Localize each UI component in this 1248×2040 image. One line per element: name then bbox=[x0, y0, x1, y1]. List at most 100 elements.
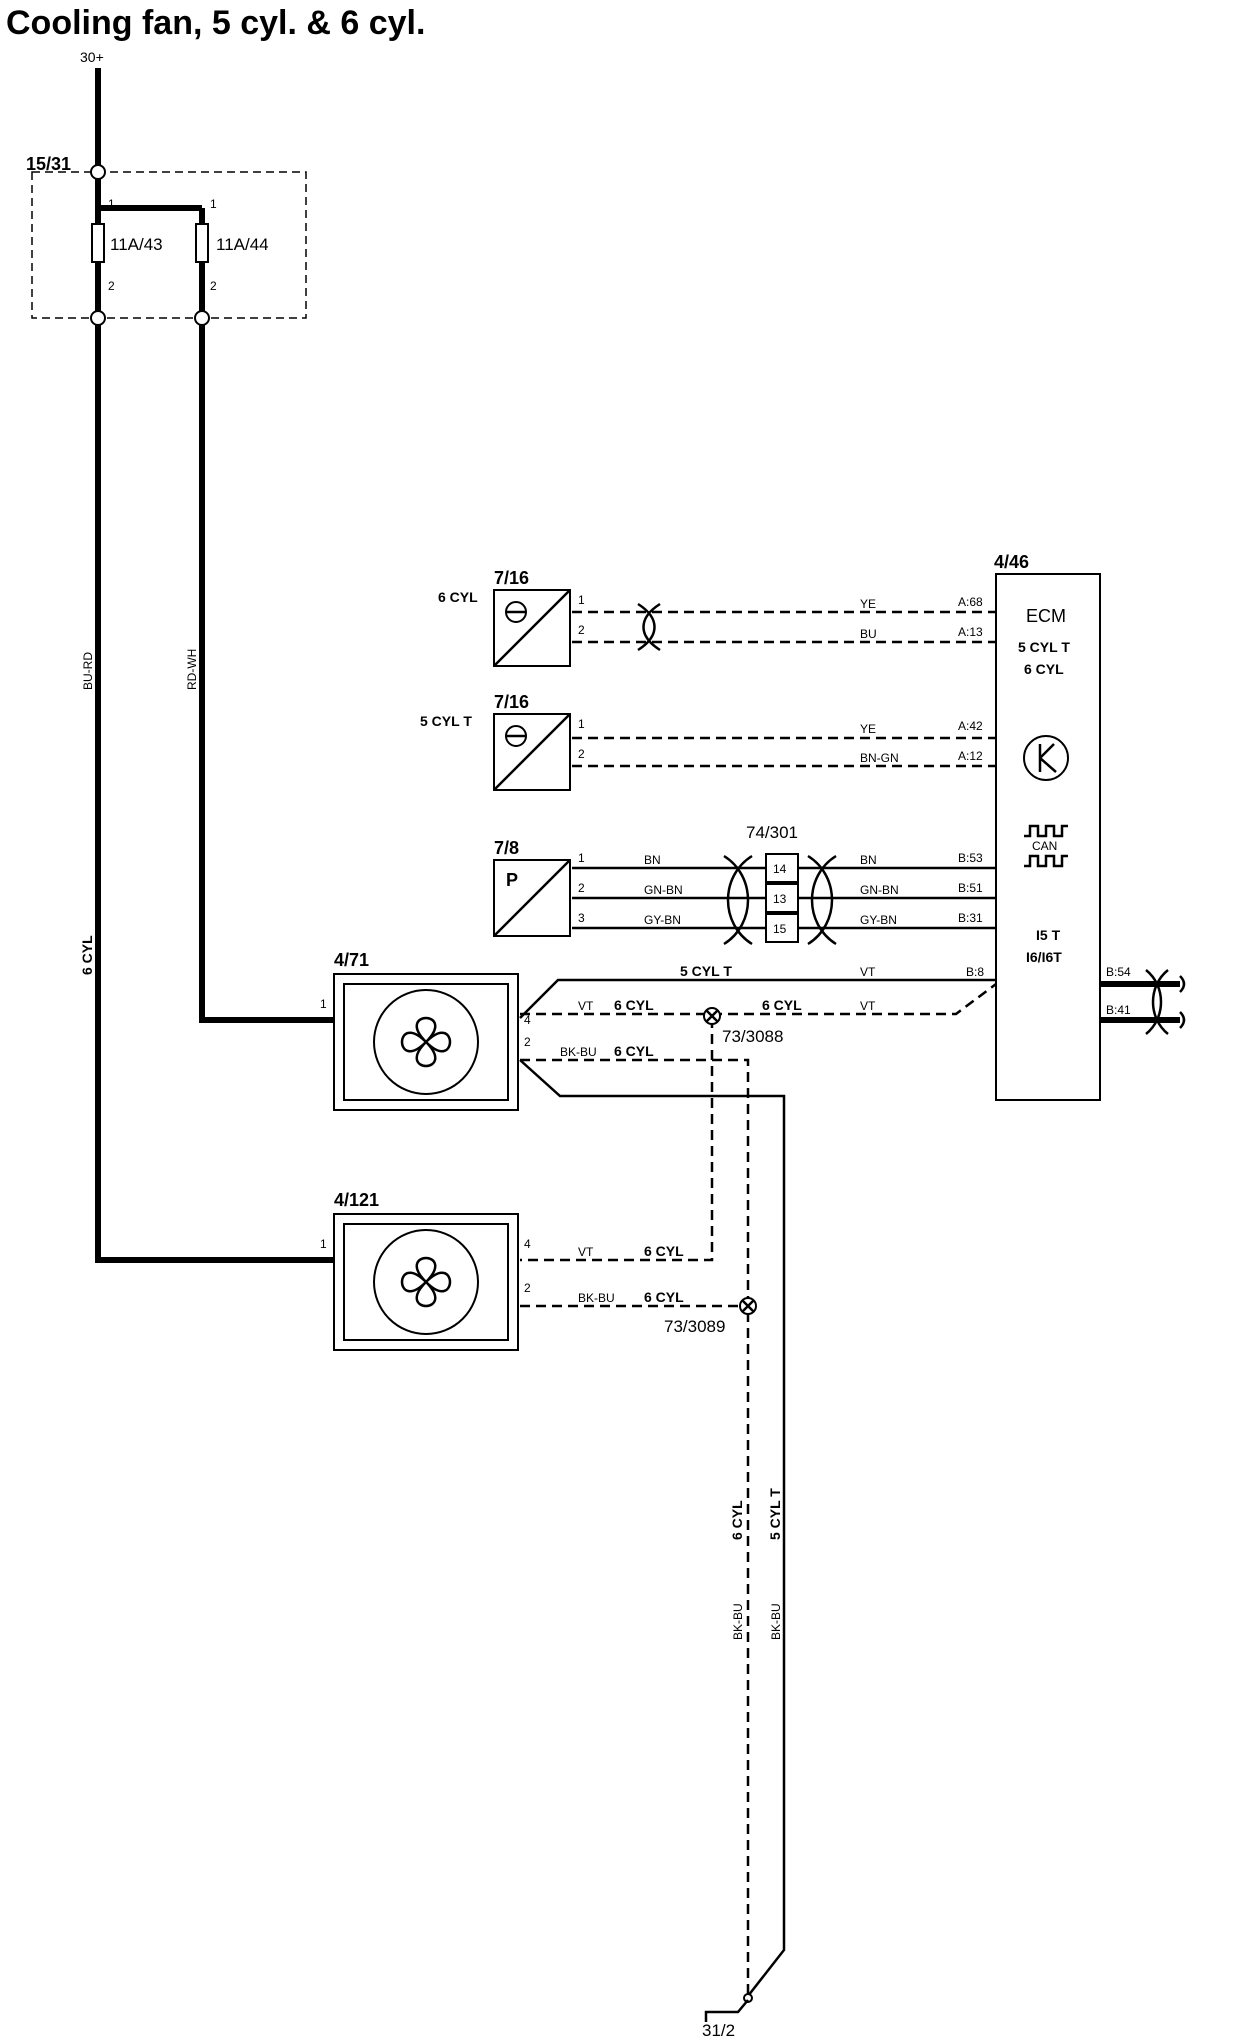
ground-node bbox=[743, 1993, 753, 2003]
sensor-1-id: 7/16 bbox=[494, 568, 529, 588]
fuse-box: 15/31 11A/43 11A/44 1 1 2 2 bbox=[26, 154, 307, 326]
ground-6cyl-label: 6 CYL bbox=[729, 1500, 745, 1540]
fan-1-6cyl-ground-wire bbox=[520, 1058, 750, 1996]
fuse-a-name: 11A/43 bbox=[110, 235, 163, 254]
fuse-box-frame bbox=[31, 171, 307, 319]
sensor-3-bn-label-right: BN bbox=[860, 853, 877, 867]
fan-1-5cylt-ground-wire bbox=[519, 1059, 786, 1997]
sensor-3-gy-bn-label-left: GY-BN bbox=[644, 913, 681, 927]
twisted-pair-icon bbox=[637, 602, 661, 652]
sensor-3-gy-bn-label-right: GY-BN bbox=[860, 913, 897, 927]
sensor-2-id: 7/16 bbox=[494, 692, 529, 712]
transistor-icon bbox=[1023, 735, 1069, 781]
sensor-7-8: 7/8 P 1 2 3 BN GN-BN GY-BN BN GN-BN GY-B… bbox=[493, 838, 996, 937]
ground-bk-bu-label-1: BK-BU bbox=[731, 1603, 745, 1640]
sensor-3-pin2: 2 bbox=[578, 881, 585, 895]
fan-1-pin-ctrl: 4 bbox=[524, 1013, 531, 1027]
connector-74-301: 74/301 14 13 15 bbox=[723, 823, 837, 946]
ecm-line2: 6 CYL bbox=[1024, 661, 1064, 677]
ground-31-2: 31/2 bbox=[702, 1993, 753, 2040]
connector-pin-14: 14 bbox=[773, 862, 787, 876]
sensor-3-symbol: P bbox=[506, 870, 518, 890]
fan-4-121: 4/121 1 4 2 bbox=[320, 1190, 531, 1351]
fuse-b-name: 11A/44 bbox=[216, 235, 269, 254]
fan-blades-icon bbox=[400, 1016, 452, 1068]
fan-2-bk-bu-label: BK-BU bbox=[578, 1291, 615, 1305]
bu-rd-wire-label: BU-RD bbox=[81, 652, 95, 690]
sensor-7-16-5cylt: 7/16 5 CYL T 1 2 YE BN-GN A:42 A:12 bbox=[420, 692, 996, 791]
can-pulse-icon bbox=[1024, 824, 1068, 838]
fan-2-pin-gnd: 2 bbox=[524, 1281, 531, 1295]
fan-1-bk-bu-label: BK-BU bbox=[560, 1045, 597, 1059]
rd-wh-wire-label: RD-WH bbox=[185, 649, 199, 690]
fuse-b-pin-in: 1 bbox=[210, 197, 217, 211]
ecm-line1: 5 CYL T bbox=[1018, 639, 1070, 655]
twisted-bundle-left-icon bbox=[723, 854, 753, 946]
fan-2-ctrl-wire bbox=[520, 1018, 714, 1262]
fan-1-vt-label: VT bbox=[578, 999, 594, 1013]
fan-1-vt-label-top: VT bbox=[860, 965, 876, 979]
ecm-variant1: I5 T bbox=[1036, 927, 1061, 943]
sensor-2-pin1: 1 bbox=[578, 717, 585, 731]
ecm-pin-b41: B:41 bbox=[1106, 1003, 1131, 1017]
sensor-1-diagonal bbox=[493, 589, 571, 667]
connector-pin-13: 13 bbox=[773, 892, 787, 906]
fuse-b-output-node bbox=[194, 310, 210, 326]
ground-bk-bu-label-2: BK-BU bbox=[769, 1603, 783, 1640]
ecm-4-46: 4/46 ECM 5 CYL T 6 CYL CAN I5 T I6/I6T B… bbox=[966, 552, 1186, 1101]
ecm-pin-b8: B:8 bbox=[966, 965, 984, 979]
fuse-box-input-node bbox=[90, 164, 106, 180]
sensor-2-pin2: 2 bbox=[578, 747, 585, 761]
ecm-variant2: I6/I6T bbox=[1026, 949, 1062, 965]
fan-1-gnd-6cyl-label: 6 CYL bbox=[614, 1043, 654, 1059]
fan-1-6cyl-label-right: 6 CYL bbox=[762, 997, 802, 1013]
fan-1-5cylt-label: 5 CYL T bbox=[680, 963, 732, 979]
sensor-1-pin2: 2 bbox=[578, 623, 585, 637]
fan-2-pin-power: 1 bbox=[320, 1237, 327, 1251]
connector-pin-box bbox=[765, 913, 799, 943]
ecm-pin-b31: B:31 bbox=[958, 911, 983, 925]
ecm-can-label: CAN bbox=[1032, 839, 1057, 853]
sensor-2-diagonal bbox=[493, 713, 571, 791]
fan-1-6cyl-label-left: 6 CYL bbox=[614, 997, 654, 1013]
twisted-bundle-right-icon bbox=[807, 854, 837, 946]
splice-2-id: 73/3089 bbox=[664, 1317, 725, 1336]
connector-pin-15: 15 bbox=[773, 922, 787, 936]
fan-4-71: 4/71 1 4 2 bbox=[320, 950, 531, 1111]
fuse-a-icon bbox=[91, 223, 105, 263]
sensor-3-bn-label-left: BN bbox=[644, 853, 661, 867]
sensor-2-ye-label: YE bbox=[860, 722, 876, 736]
ecm-pin-a13: A:13 bbox=[958, 625, 983, 639]
sensor-3-pin3: 3 bbox=[578, 911, 585, 925]
sensor-1-variant: 6 CYL bbox=[438, 589, 478, 605]
connector-id: 74/301 bbox=[746, 823, 798, 842]
sensor-3-pin1: 1 bbox=[578, 851, 585, 865]
supply-label: 30+ bbox=[80, 49, 104, 65]
sensor-3-gn-bn-label-left: GN-BN bbox=[644, 883, 683, 897]
fan-1-6cyl-ctrl-wire bbox=[520, 983, 997, 1016]
ecm-title: ECM bbox=[1026, 606, 1066, 626]
fuse-a-output-node bbox=[90, 310, 106, 326]
sensor-7-16-6cyl: 7/16 6 CYL 1 2 YE BU A:68 A:13 bbox=[438, 568, 996, 667]
fan-1-5cylt-ctrl-wire bbox=[519, 978, 996, 1019]
ground-label: 31/2 bbox=[702, 2021, 735, 2040]
can-wire-break-icon bbox=[1179, 975, 1186, 1029]
fuse-b-pin-out: 2 bbox=[210, 279, 217, 293]
ecm-pin-a12: A:12 bbox=[958, 749, 983, 763]
fuse-a-pin-out: 2 bbox=[108, 279, 115, 293]
sensor-3-diagonal bbox=[493, 859, 571, 937]
ecm-pin-b53: B:53 bbox=[958, 851, 983, 865]
sensor-3-id: 7/8 bbox=[494, 838, 519, 858]
sensor-1-ye-label: YE bbox=[860, 597, 876, 611]
can-twisted-pair-icon bbox=[1145, 969, 1169, 1035]
fuse-box-id: 15/31 bbox=[26, 154, 71, 174]
ecm-pin-b51: B:51 bbox=[958, 881, 983, 895]
ground-symbol-icon bbox=[704, 1999, 749, 2022]
fuse-b-icon bbox=[195, 223, 209, 263]
ecm-pin-b54: B:54 bbox=[1106, 965, 1131, 979]
ecm-box bbox=[995, 573, 1101, 1101]
fan-2-id: 4/121 bbox=[334, 1190, 379, 1210]
fuse-a-pin-in: 1 bbox=[108, 197, 115, 211]
fan-1-vt-label-right: VT bbox=[860, 999, 876, 1013]
fan-1-pin-power: 1 bbox=[320, 997, 327, 1011]
